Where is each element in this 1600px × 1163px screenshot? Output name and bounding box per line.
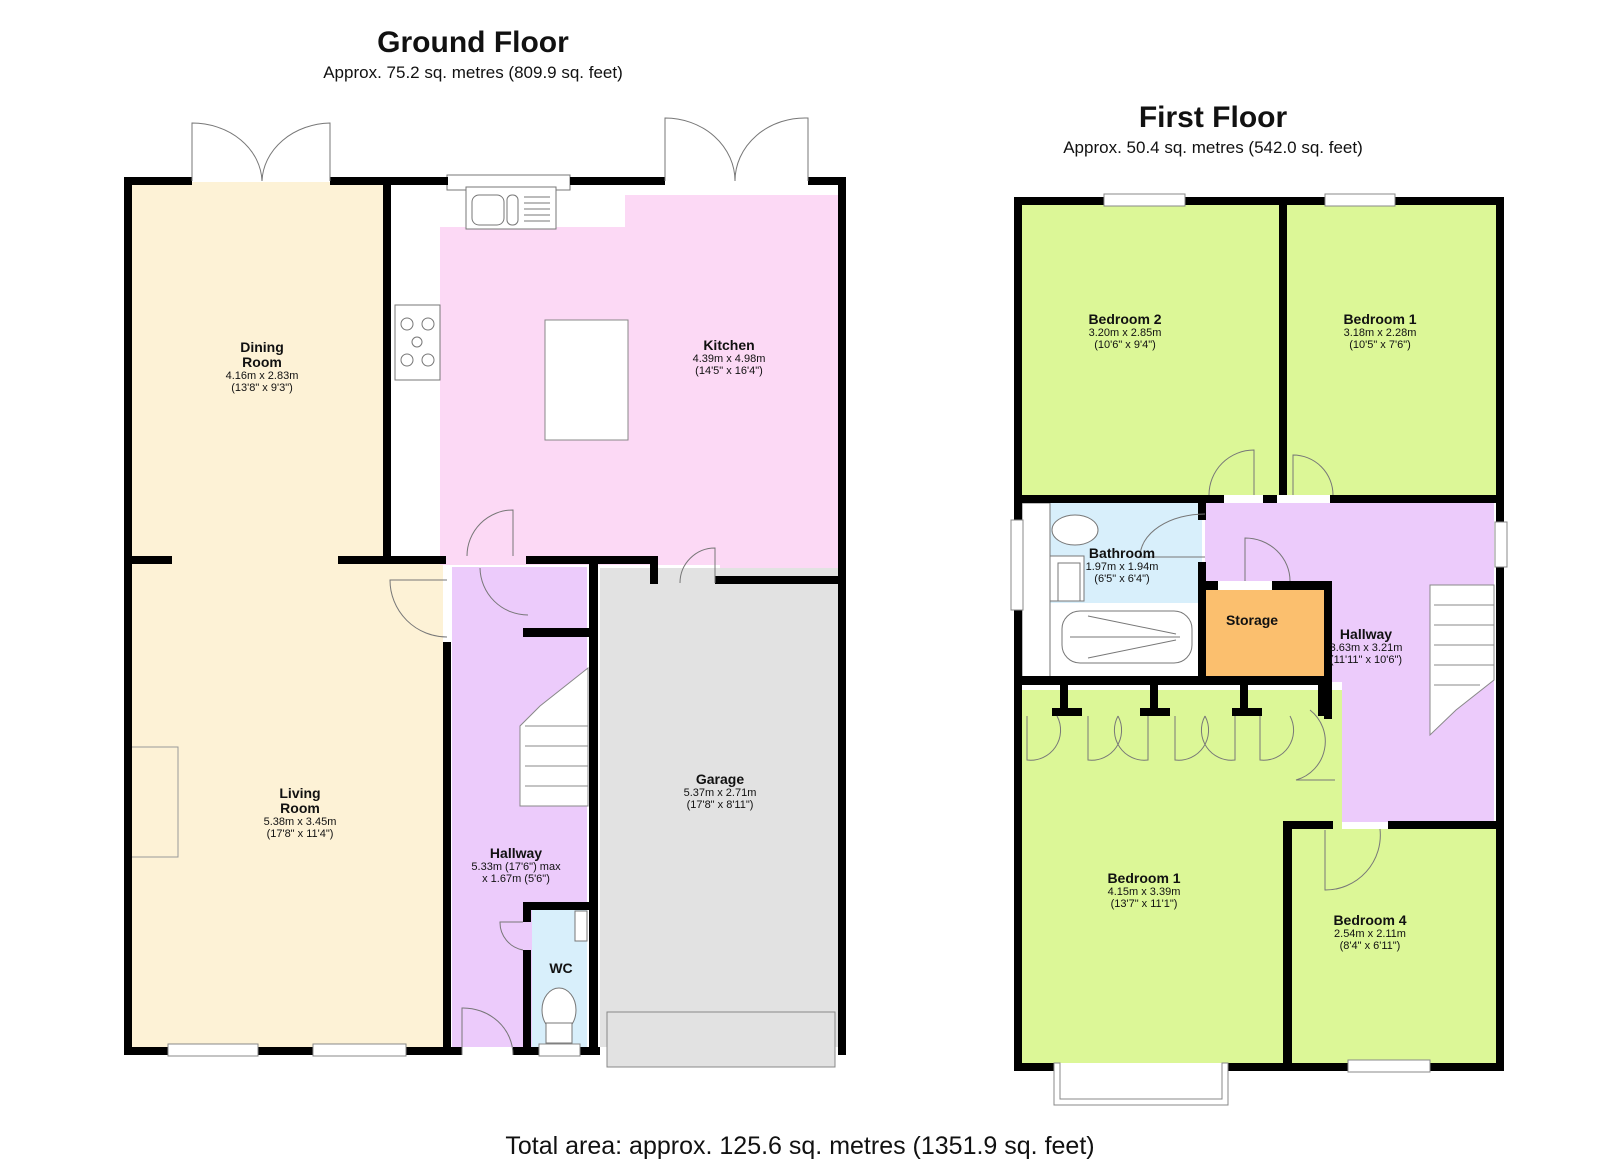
bedroom-2-area xyxy=(1022,205,1279,495)
bedroom-2-name: Bedroom 2 xyxy=(1088,311,1162,327)
first-floor-windows xyxy=(1010,193,1508,1073)
ground-floor-windows xyxy=(167,1043,581,1057)
bedroom-4-name: Bedroom 4 xyxy=(1333,912,1407,928)
ground-floor-doors xyxy=(191,117,809,1056)
ground-hallway-name: Hallway xyxy=(489,845,543,861)
bedroom-4-metric: 2.54m x 2.11m xyxy=(1334,928,1406,940)
living-room-imperial: (17'8" x 11'4") xyxy=(266,828,334,840)
first-floor-area: Approx. 50.4 sq. metres (542.0 sq. feet) xyxy=(1063,138,1363,157)
bedroom-1-lower-metric: 4.15m x 3.39m xyxy=(1107,886,1181,898)
first-hallway-name: Hallway xyxy=(1339,626,1393,642)
bedroom-1-upper-imperial: (10'5" x 7'6") xyxy=(1349,339,1411,351)
garage-door xyxy=(606,1011,836,1068)
living-room-area xyxy=(131,560,443,1047)
kitchen-imperial: (14'5" x 16'4") xyxy=(695,365,763,377)
bedroom-2-imperial: (10'6" x 9'4") xyxy=(1094,339,1156,351)
bedroom-2-label: Bedroom 2 3.20m x 2.85m (10'6" x 9'4") xyxy=(1088,311,1162,352)
first-floor-doors xyxy=(1026,449,1381,891)
first-floor-walls xyxy=(1014,197,1504,1071)
bedroom-2-metric: 3.20m x 2.85m xyxy=(1088,327,1162,339)
ground-floor-area: Approx. 75.2 sq. metres (809.9 sq. feet) xyxy=(323,63,623,82)
storage-name: Storage xyxy=(1225,612,1279,628)
kitchen-label: Kitchen 4.39m x 4.98m (14'5" x 16'4") xyxy=(692,337,766,378)
kitchen-sink-icon xyxy=(446,174,571,230)
bathroom-imperial: (6'5" x 6'4") xyxy=(1094,573,1150,585)
dining-room-imperial: (13'8" x 9'3") xyxy=(231,382,293,394)
ground-floor-plan xyxy=(124,117,1508,1106)
ground-hallway-imperial: x 1.67m (5'6") xyxy=(482,873,550,885)
bedroom-4-label: Bedroom 4 2.54m x 2.11m (8'4" x 6'11") xyxy=(1333,912,1407,953)
bathroom-fixtures xyxy=(1021,502,1193,684)
garage-area xyxy=(600,568,838,1047)
first-floor-stairs xyxy=(1429,584,1495,737)
storage-area xyxy=(1202,590,1324,676)
first-floor-title: First Floor xyxy=(1138,101,1288,134)
living-room-name: Living xyxy=(279,785,321,801)
living-room-label: Living Room 5.38m x 3.45m (17'8" x 11'4"… xyxy=(263,785,337,841)
dining-room-name-line2: Room xyxy=(242,354,282,370)
bedroom-1-upper-label: Bedroom 1 3.18m x 2.28m (10'5" x 7'6") xyxy=(1343,311,1417,352)
bathroom-name: Bathroom xyxy=(1088,545,1156,561)
garage-label: Garage 5.37m x 2.71m (17'8" x 8'11") xyxy=(683,771,757,812)
ground-floor-title: Ground Floor xyxy=(377,26,569,59)
wc-label: WC xyxy=(549,961,572,976)
fireplace xyxy=(130,746,179,858)
bedroom-1-upper-area xyxy=(1287,205,1496,495)
bedroom-1-lower-label: Bedroom 1 4.15m x 3.39m (13'7" x 11'1") xyxy=(1107,870,1181,911)
bedroom-4-area xyxy=(1292,829,1496,1063)
toilet-icon xyxy=(541,910,588,1044)
ground-hallway-label: Hallway 5.33m (17'6") max x 1.67m (5'6") xyxy=(471,845,561,886)
dining-room-metric: 4.16m x 2.83m xyxy=(225,370,299,382)
hob-icon xyxy=(394,304,441,381)
garage-imperial: (17'8" x 8'11") xyxy=(686,799,754,811)
first-hallway-label: Hallway 3.63m x 3.21m (11'11" x 10'6") xyxy=(1329,626,1403,667)
bay-window xyxy=(1053,1062,1229,1106)
kitchen-island xyxy=(544,319,629,441)
total-area: Total area: approx. 125.6 sq. metres (13… xyxy=(505,1132,1095,1160)
bedroom-1-upper-name: Bedroom 1 xyxy=(1343,311,1417,327)
first-floor-hallway-area xyxy=(1205,503,1494,822)
bedroom-1-lower-name: Bedroom 1 xyxy=(1107,870,1181,886)
ground-floor-stairs xyxy=(519,666,589,807)
first-hallway-metric: 3.63m x 3.21m xyxy=(1329,642,1403,654)
living-room-metric: 5.38m x 3.45m xyxy=(263,816,337,828)
bathroom-metric: 1.97m x 1.94m xyxy=(1085,561,1159,573)
bathroom-label: Bathroom 1.97m x 1.94m (6'5" x 6'4") xyxy=(1085,545,1159,586)
dining-room-name: Dining xyxy=(240,339,284,355)
bedroom-4-imperial: (8'4" x 6'11") xyxy=(1339,940,1401,952)
ground-hallway-metric: 5.33m (17'6") max xyxy=(471,861,561,873)
storage-label: Storage xyxy=(1226,613,1278,628)
dining-room-area xyxy=(131,182,383,560)
garage-metric: 5.37m x 2.71m xyxy=(683,787,757,799)
bedroom-1-lower-imperial: (13'7" x 11'1") xyxy=(1110,898,1178,910)
garage-name: Garage xyxy=(695,771,745,787)
kitchen-name: Kitchen xyxy=(703,337,755,353)
first-hallway-imperial: (11'11" x 10'6") xyxy=(1329,654,1403,666)
kitchen-metric: 4.39m x 4.98m xyxy=(692,353,766,365)
bedroom-1-upper-metric: 3.18m x 2.28m xyxy=(1343,327,1417,339)
living-room-name-line2: Room xyxy=(280,800,320,816)
wc-name: WC xyxy=(549,960,573,976)
dining-room-label: Dining Room 4.16m x 2.83m (13'8" x 9'3") xyxy=(225,339,299,395)
ground-floor-walls xyxy=(124,177,846,1055)
kitchen-area xyxy=(440,195,838,583)
